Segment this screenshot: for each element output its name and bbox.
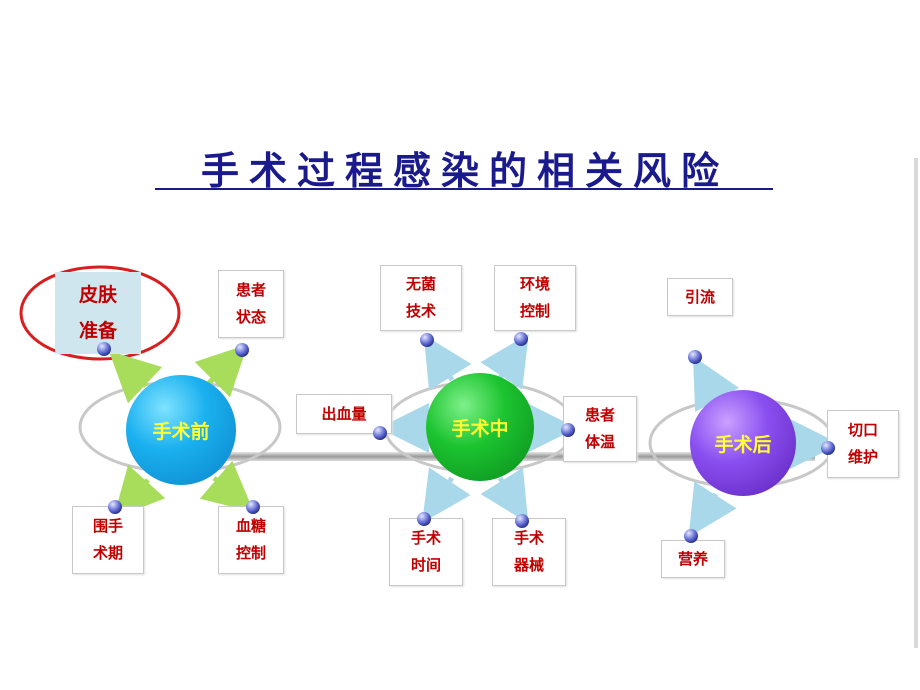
phase-hub-post[interactable]: 手术后 (690, 390, 796, 496)
slide-edge-bar (914, 158, 918, 648)
phase-label-post: 手术后 (714, 433, 772, 456)
node-perioperative (108, 500, 122, 514)
node-blood-sugar (246, 500, 260, 514)
arrow-pre-4 (199, 460, 254, 513)
factor-environment: 环境 控制 (494, 265, 576, 331)
node-skin (97, 342, 111, 356)
arrow-pre-1 (108, 350, 163, 404)
factor-aseptic: 无菌 技术 (380, 265, 462, 331)
arrow-post-1 (692, 356, 739, 412)
phase-label-pre: 手术前 (152, 420, 210, 443)
highlight-ring (19, 265, 181, 361)
arrow-pre-3 (113, 464, 166, 519)
factor-incision-care: 切口 维护 (827, 410, 899, 478)
factor-body-temp: 患者 体温 (563, 396, 637, 462)
arrow-pre-2 (194, 344, 248, 398)
arrow-mid-5 (422, 467, 471, 523)
title-underline (155, 188, 773, 190)
factor-blood-sugar: 血糖 控制 (218, 506, 284, 574)
phase-hub-pre[interactable]: 手术前 (126, 375, 236, 485)
slide-title: 手术过程感染的相关风险 (200, 148, 729, 193)
factor-instruments: 手术 器械 (492, 518, 566, 586)
node-incision-care (821, 441, 835, 455)
node-surgery-time (417, 512, 431, 526)
phase-label-mid: 手术中 (451, 417, 509, 440)
node-blood-loss (373, 426, 387, 440)
node-nutrition (684, 529, 698, 543)
node-patient-state (235, 343, 249, 357)
factor-perioperative: 围手 术期 (72, 506, 144, 574)
node-instruments (515, 514, 529, 528)
node-aseptic (420, 333, 434, 347)
node-drainage (688, 350, 702, 364)
node-environment (514, 332, 528, 346)
factor-surgery-time: 手术 时间 (389, 518, 463, 586)
arrow-mid-1 (423, 334, 472, 391)
arrow-post-3 (688, 481, 737, 538)
phase-hub-mid[interactable]: 手术中 (426, 373, 534, 481)
arrow-mid-6 (480, 467, 529, 524)
factor-skin-prep: 皮肤 准备 (55, 272, 141, 354)
factor-patient-state: 患者 状态 (218, 270, 284, 338)
node-body-temp (561, 423, 575, 437)
arrow-mid-2 (480, 334, 529, 390)
factor-drainage: 引流 (667, 278, 733, 316)
